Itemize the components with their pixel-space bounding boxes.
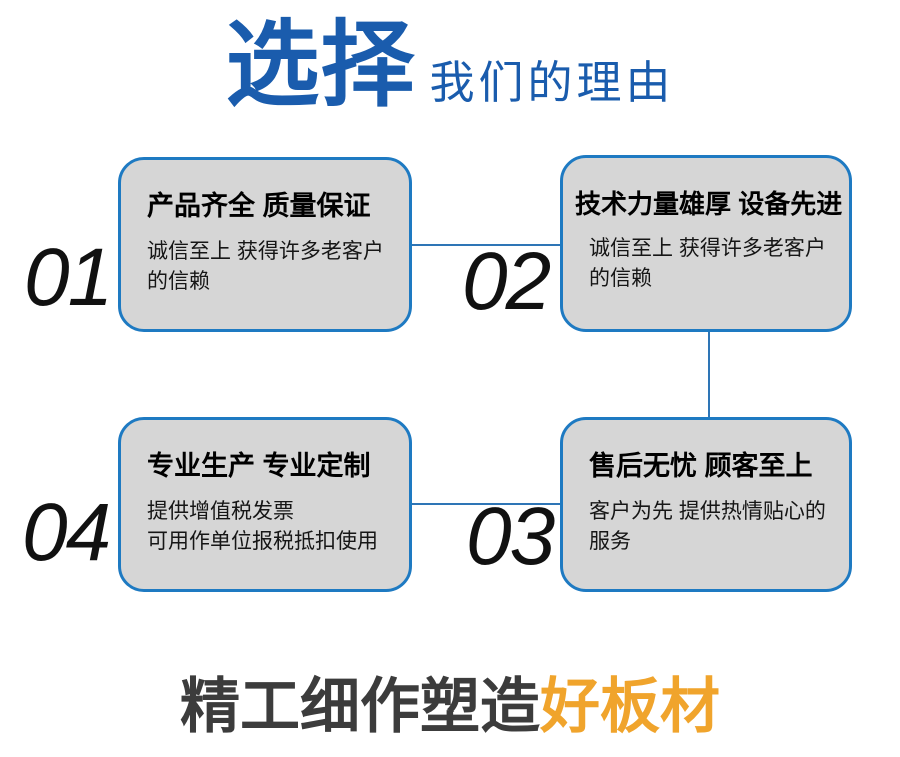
step-number-01: 01 — [24, 232, 113, 323]
page-title-rest: 我们的理由 — [429, 57, 675, 108]
footer-slogan: 精工细作塑造好板材 — [0, 674, 900, 740]
feature-card-title: 产品齐全 质量保证 — [147, 191, 371, 221]
feature-card-desc-line: 客户为先 提供热情贴心的 — [589, 499, 826, 523]
feature-card-desc: 诚信至上 获得许多老客户 的信赖 — [589, 234, 833, 294]
connector-line-bottom — [410, 503, 560, 505]
feature-card-desc-line: 诚信至上 获得许多老客户 — [589, 236, 826, 260]
feature-card-desc-line: 的信赖 — [589, 266, 652, 290]
feature-card-title: 专业生产 专业定制 — [147, 451, 371, 481]
connector-line-vertical — [708, 330, 710, 418]
page-title-accent: 选择 — [225, 12, 416, 117]
step-number-03: 03 — [466, 491, 555, 582]
feature-card-02: 技术力量雄厚 设备先进 诚信至上 获得许多老客户 的信赖 — [560, 155, 852, 332]
step-number-04: 04 — [22, 487, 111, 578]
footer-slogan-dark: 精工细作塑造 — [180, 673, 540, 740]
page-title: 选择 我们的理由 — [0, 18, 900, 112]
feature-card-desc: 诚信至上 获得许多老客户 的信赖 — [147, 237, 393, 297]
feature-card-desc-line: 诚信至上 获得许多老客户 — [147, 239, 384, 263]
feature-card-title: 技术力量雄厚 设备先进 — [575, 189, 843, 219]
connector-line-top — [410, 244, 560, 246]
feature-card-desc-line: 的信赖 — [147, 269, 210, 293]
feature-card-desc: 客户为先 提供热情贴心的 服务 — [589, 497, 833, 557]
footer-slogan-accent: 好板材 — [540, 673, 720, 740]
feature-card-03: 售后无忧 顾客至上 客户为先 提供热情贴心的 服务 — [560, 417, 852, 592]
feature-card-desc-line: 提供增值税发票 — [147, 499, 294, 523]
feature-card-desc-line: 可用作单位报税抵扣使用 — [147, 529, 378, 553]
feature-card-04: 专业生产 专业定制 提供增值税发票 可用作单位报税抵扣使用 — [118, 417, 412, 592]
feature-card-title: 售后无忧 顾客至上 — [589, 451, 813, 481]
feature-card-01: 产品齐全 质量保证 诚信至上 获得许多老客户 的信赖 — [118, 157, 412, 332]
feature-card-desc-line: 服务 — [589, 529, 631, 553]
step-number-02: 02 — [462, 236, 551, 327]
feature-card-desc: 提供增值税发票 可用作单位报税抵扣使用 — [147, 497, 393, 557]
